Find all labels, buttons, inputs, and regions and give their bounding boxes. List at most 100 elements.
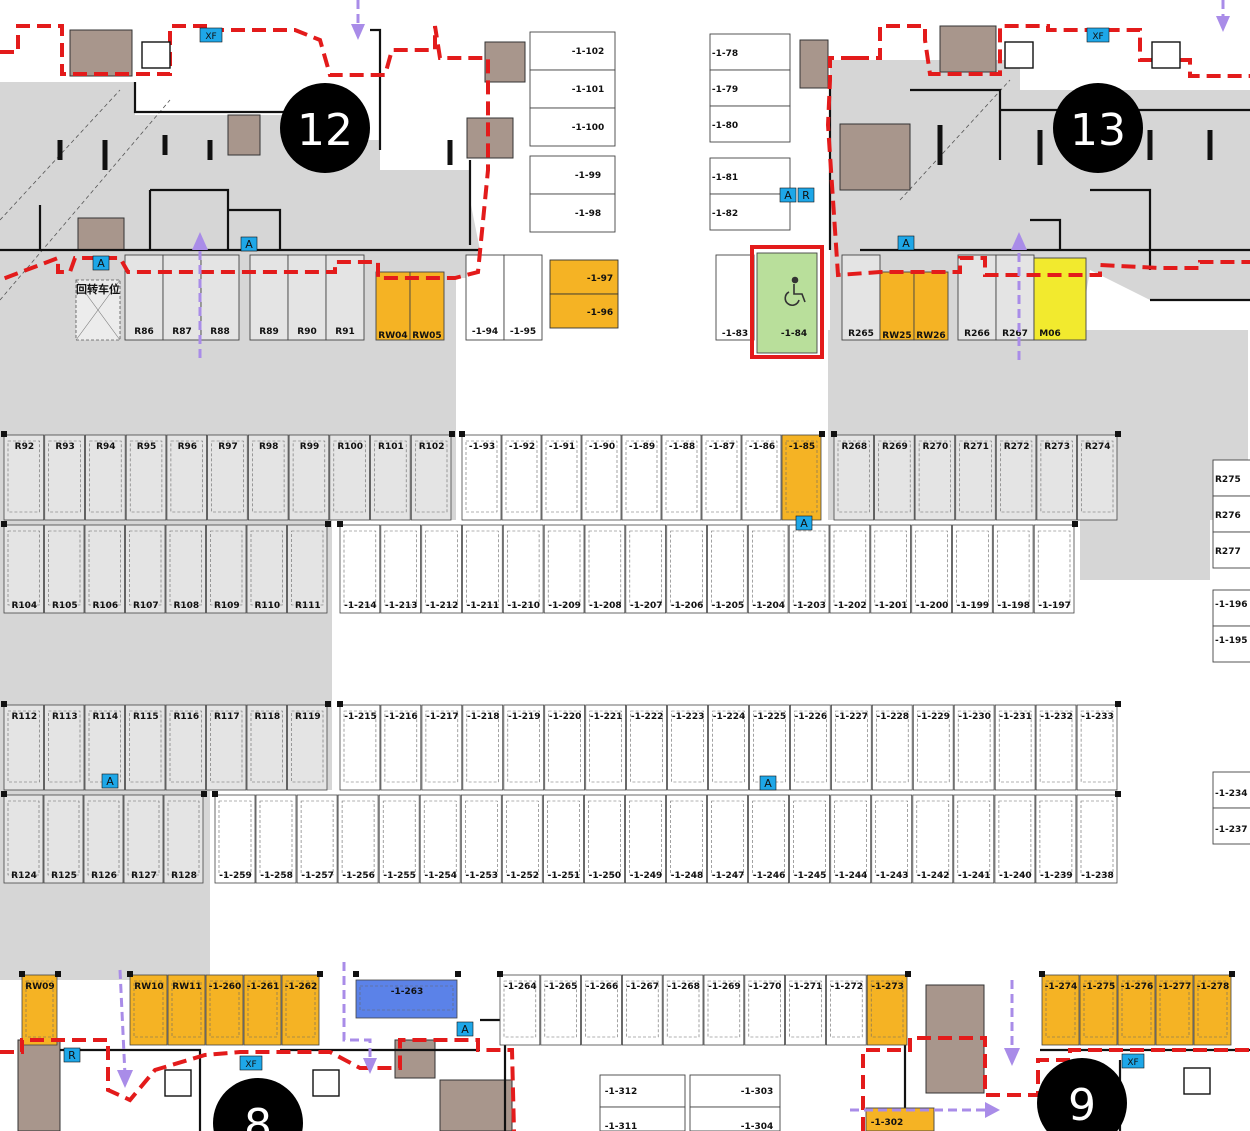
bay-label-row1: -1-84: [781, 329, 807, 339]
bay-outline: [629, 530, 662, 606]
parking-bay: [206, 704, 247, 791]
parking-bay: [995, 254, 1035, 341]
bay-label: -1-271: [790, 982, 823, 992]
parking-bay: [1041, 974, 1080, 1046]
service-room: [484, 41, 526, 83]
tag-a-label: A: [461, 1023, 469, 1036]
tag-xf-label: XF: [1127, 1058, 1138, 1068]
bay-outline: [7, 440, 41, 513]
parking-bay: [703, 974, 745, 1046]
bay-label: -1-222: [631, 712, 664, 722]
parking-bay: [503, 254, 543, 341]
parking-bay-frame: [1212, 771, 1250, 809]
bay-label-mid: -1-81: [712, 173, 738, 183]
parking-bay: [953, 794, 995, 884]
bay-outline: [956, 530, 989, 606]
parking-bay: [163, 794, 204, 884]
bay-outline: [506, 530, 540, 606]
bay-outline: [751, 530, 785, 606]
bay-label: R118: [254, 712, 280, 722]
parking-bay-frame: [599, 1074, 686, 1108]
bay-label: -1-270: [749, 982, 782, 992]
bay-label-left-top: -1-102: [572, 47, 605, 57]
bay-label: R126: [91, 871, 117, 881]
column-marker: [1, 521, 7, 527]
bay-outline: [833, 530, 867, 606]
bay-outline: [503, 980, 537, 1038]
tag-xf: [199, 27, 223, 43]
column-marker: [1039, 971, 1045, 977]
column-marker: [325, 701, 331, 707]
tag-a: [779, 187, 797, 203]
bay-label: R124: [11, 871, 37, 881]
bay-label: R110: [254, 601, 280, 611]
wheelchair-icon-head: [791, 276, 799, 284]
building-badge-12: [280, 83, 370, 173]
bay-label: R271: [963, 442, 989, 452]
bay-outline: [837, 440, 870, 513]
parking-bay: [499, 974, 541, 1046]
bay-label-row1: -1-95: [510, 327, 536, 337]
bay-label-bottom: -1-303: [741, 1087, 774, 1097]
bay-label: -1-252: [507, 871, 540, 881]
parking-bay: [707, 794, 748, 884]
parking-bay: [287, 254, 327, 341]
bay-outline: [247, 980, 278, 1038]
parking-bay: [378, 794, 420, 884]
bay-label: R93: [55, 442, 74, 452]
bay-label-mid: -1-82: [712, 209, 738, 219]
parking-bay: [543, 794, 584, 884]
parking-bay-charging: [865, 1107, 935, 1131]
bay-outline: [48, 440, 81, 513]
parking-column-mid: [709, 33, 791, 231]
service-room: [799, 39, 829, 89]
bay-outline: [25, 980, 54, 1038]
bay-label: -1-228: [877, 712, 910, 722]
bay-label-left-top: -1-98: [575, 209, 601, 219]
parking-bay: [912, 704, 954, 791]
tag-xf: [1121, 1053, 1145, 1069]
parking-bay: [789, 794, 830, 884]
service-room: [839, 123, 911, 191]
bay-outline: [171, 980, 202, 1038]
parking-bay: [841, 254, 881, 341]
parking-bay-frame: [599, 1106, 686, 1131]
parking-row-1: [124, 252, 1087, 354]
bay-label: -1-85: [789, 442, 815, 452]
bay-outline: [423, 800, 457, 876]
parking-bay: [206, 524, 247, 614]
bay-outline: [1081, 440, 1114, 513]
column-marker: [19, 971, 25, 977]
bay-outline: [291, 710, 324, 783]
bay-outline: [48, 530, 81, 606]
bay-outline: [1045, 980, 1076, 1038]
bay-label-row1: M06: [1039, 329, 1060, 339]
bay-label: -1-254: [425, 871, 458, 881]
parking-bay: [255, 794, 297, 884]
bay-outline: [359, 985, 454, 1011]
column-marker: [212, 791, 218, 797]
column-marker: [1115, 431, 1121, 437]
column-marker: [1072, 521, 1078, 527]
bay-label-row1: RW05: [412, 331, 441, 341]
parking-bay: [83, 794, 124, 884]
equipment-tags: A A A A R A A A A R XF XF XF XF: [63, 27, 1145, 1071]
bay-outline: [292, 440, 326, 513]
accessible-bay-highlight[interactable]: [750, 245, 824, 359]
parking-bay: [871, 704, 913, 791]
bay-label: R116: [173, 712, 199, 722]
bay-outline: [507, 710, 540, 783]
parking-bay: [419, 794, 461, 884]
bay-label: R105: [52, 601, 78, 611]
parking-bay-frame: [709, 69, 791, 107]
parking-bay: [1193, 974, 1232, 1046]
column-marker: [337, 701, 343, 707]
bay-outline: [209, 980, 240, 1038]
bay-label: -1-274: [1045, 982, 1078, 992]
bay-outline: [505, 440, 538, 513]
parking-bay: [288, 434, 330, 521]
bay-label-row1: R267: [1002, 329, 1028, 339]
bay-label: -1-269: [708, 982, 741, 992]
bay-label: -1-249: [630, 871, 663, 881]
